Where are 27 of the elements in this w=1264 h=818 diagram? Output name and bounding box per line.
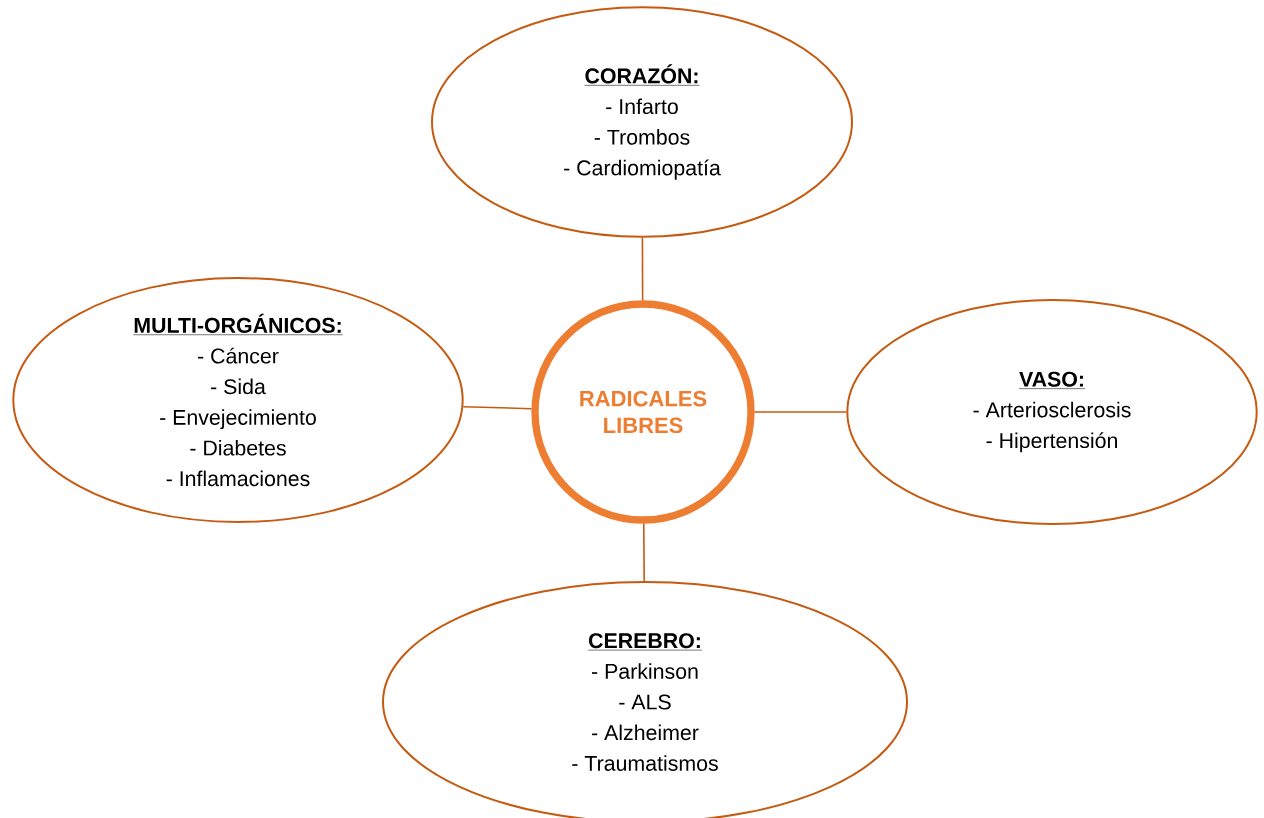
list-item: - Arteriosclerosis (973, 401, 1131, 418)
connector-line (753, 411, 848, 413)
list-item: - Trombos (594, 129, 690, 145)
node-heading: VASO: (1018, 371, 1086, 389)
connector-line (462, 405, 533, 410)
list-item: - Diabetes (190, 439, 286, 456)
list-item: - Hipertensión (986, 432, 1117, 453)
list-item: - Inflamaciones (166, 470, 310, 487)
list-item: - Sida (211, 378, 266, 395)
ellipse-node (12, 277, 464, 523)
ellipse-node (846, 299, 1258, 525)
list-item: - Envejecimiento (160, 409, 316, 430)
ellipse-node (431, 6, 853, 238)
list-item: - Parkinson (592, 663, 698, 679)
node-heading: CORAZÓN: (584, 64, 700, 86)
list-item: - Cáncer (198, 347, 279, 364)
connector-line (641, 236, 644, 302)
list-item: - Infarto (606, 98, 678, 115)
list-item: - Cardiomiopatía (564, 159, 721, 180)
connector-line (643, 522, 645, 582)
node-heading: CEREBRO: (587, 633, 703, 651)
node-heading: MULTI-ORGÁNICOS: (133, 313, 343, 336)
list-item: - Traumatismos (572, 755, 718, 771)
list-item: - ALS (619, 694, 671, 710)
list-item: - Alzheimer (592, 724, 699, 741)
center-title: RADICALES LIBRES (580, 390, 707, 434)
center-circle (531, 300, 755, 524)
